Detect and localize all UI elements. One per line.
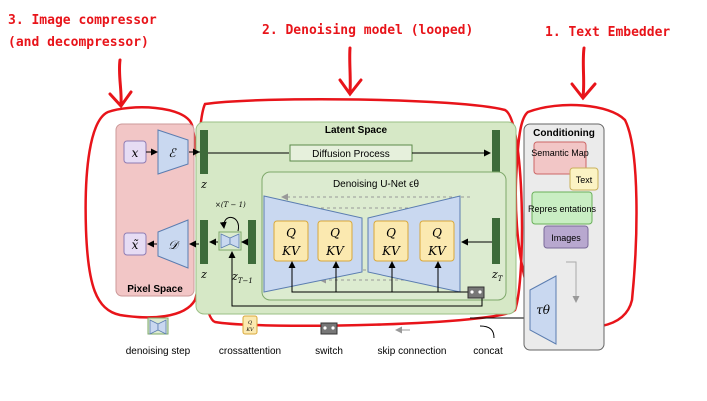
legend-denoising-step: denoising step [126, 317, 191, 357]
semantic-map-label: Semantic Map [531, 148, 589, 158]
unet-title: Denoising U-Net ϵθ [333, 179, 420, 190]
encoder-label: ℰ [168, 146, 177, 160]
diffusion-process-box: Diffusion Process [289, 144, 413, 162]
switch-icon [467, 286, 485, 299]
tau-encoder-block: τθ [529, 275, 557, 345]
loop-count-label: ×(T − 1) [215, 201, 246, 209]
diffusion-process-label: Diffusion Process [312, 149, 390, 160]
encoder-block: ℰ [157, 129, 189, 175]
legend: denoising step Q KV crossattention switc… [126, 315, 503, 357]
legend-concat-label: concat [473, 346, 503, 357]
latent-space-title: Latent Space [325, 125, 388, 136]
denoising-step-icon [218, 231, 242, 251]
decoder-block: 𝒟 [157, 219, 189, 269]
legend-switch-label: switch [315, 346, 343, 357]
conditioning-to-tau-arrow [566, 261, 580, 303]
conditioning-lines [228, 251, 528, 319]
annotation-denoising-model: 2. Denoising model (looped) [262, 23, 473, 38]
input-image-x: x [123, 140, 147, 164]
images-label: Images [551, 233, 581, 243]
legend-switch: switch [315, 322, 343, 357]
loop-arrow [219, 217, 239, 232]
text-label: Text [576, 175, 593, 185]
legend-skip-connection-label: skip connection [378, 346, 447, 357]
svg-text:Q: Q [386, 226, 396, 240]
conditioning-title: Conditioning [533, 128, 595, 139]
svg-text:Q: Q [248, 320, 252, 326]
semantic-map-box: Semantic Map [531, 141, 589, 175]
svg-text:Q: Q [432, 226, 442, 240]
legend-crossattention: Q KV crossattention [219, 315, 281, 357]
z-label: z [200, 178, 207, 191]
representations-box: Repres entations [528, 191, 597, 225]
unet-encoder-trapezoid [263, 195, 363, 293]
decoder-label: 𝒟 [168, 238, 180, 252]
x-label: x [132, 146, 139, 160]
legend-crossattention-label: crossattention [219, 346, 281, 357]
z-T-minus-1-label: zT−1 [231, 270, 253, 285]
qkv-block-4: Q KV [419, 220, 455, 262]
z-T-block-top [492, 130, 500, 174]
output-image-x-tilde: x̃ [123, 232, 147, 256]
annotation-image-compressor-line1: 3. Image compressor [8, 13, 157, 28]
qkv-block-3: Q KV [373, 220, 409, 262]
annotation-text-embedder: 1. Text Embedder [545, 25, 670, 40]
z-block-bottom [200, 220, 208, 264]
z-T-minus-1-block [248, 220, 256, 264]
qkv-block-1: Q KV [273, 220, 309, 262]
x-tilde-label: x̃ [132, 238, 139, 252]
qkv-block-2: Q KV [317, 220, 353, 262]
pixel-space-title: Pixel Space [127, 284, 183, 295]
svg-text:KV: KV [427, 244, 447, 258]
z-label-bottom: z [200, 268, 207, 281]
legend-denoising-step-label: denoising step [126, 346, 191, 357]
svg-text:Q: Q [286, 226, 296, 240]
annotation-arrow-right [570, 46, 597, 101]
representations-label: Repres entations [528, 204, 597, 214]
annotation-arrow-left [108, 58, 133, 109]
images-box: Images [543, 225, 589, 249]
z-block [200, 130, 208, 174]
annotation-arrow-middle [338, 46, 363, 97]
legend-skip-connection: skip connection [378, 326, 447, 357]
tau-label: τθ [536, 303, 551, 317]
text-box: Text [569, 167, 599, 191]
z-T-block-bottom [492, 218, 500, 264]
svg-text:KV: KV [381, 244, 401, 258]
svg-text:Q: Q [330, 226, 340, 240]
annotation-image-compressor-line2: (and decompressor) [8, 35, 149, 50]
svg-text:KV: KV [245, 327, 255, 333]
z-T-label-bottom: zT [491, 268, 504, 283]
legend-concat: concat [473, 325, 503, 357]
svg-text:KV: KV [281, 244, 301, 258]
svg-text:KV: KV [325, 244, 345, 258]
